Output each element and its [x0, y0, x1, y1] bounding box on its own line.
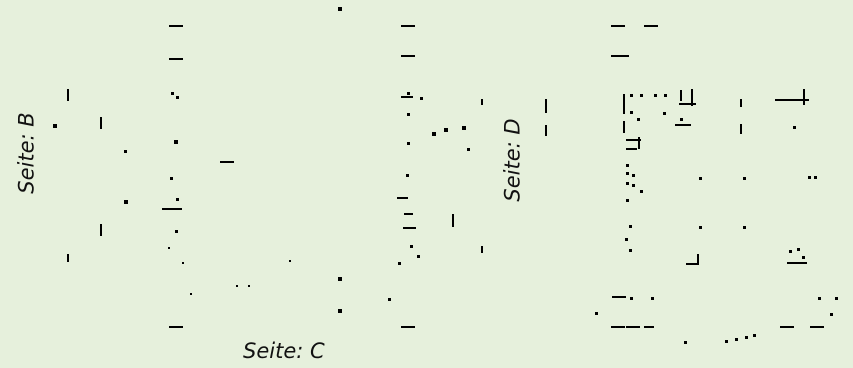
left-view	[67, 25, 234, 328]
side-d-label: Seite: D	[500, 118, 525, 202]
right-view	[545, 25, 824, 328]
side-c-label: Seite: C	[243, 339, 325, 363]
right-view-points	[595, 94, 838, 344]
side-b-label: Seite: B	[14, 112, 39, 194]
left-view-points	[53, 7, 342, 313]
middle-view-points	[388, 92, 470, 301]
middle-view	[397, 25, 483, 328]
